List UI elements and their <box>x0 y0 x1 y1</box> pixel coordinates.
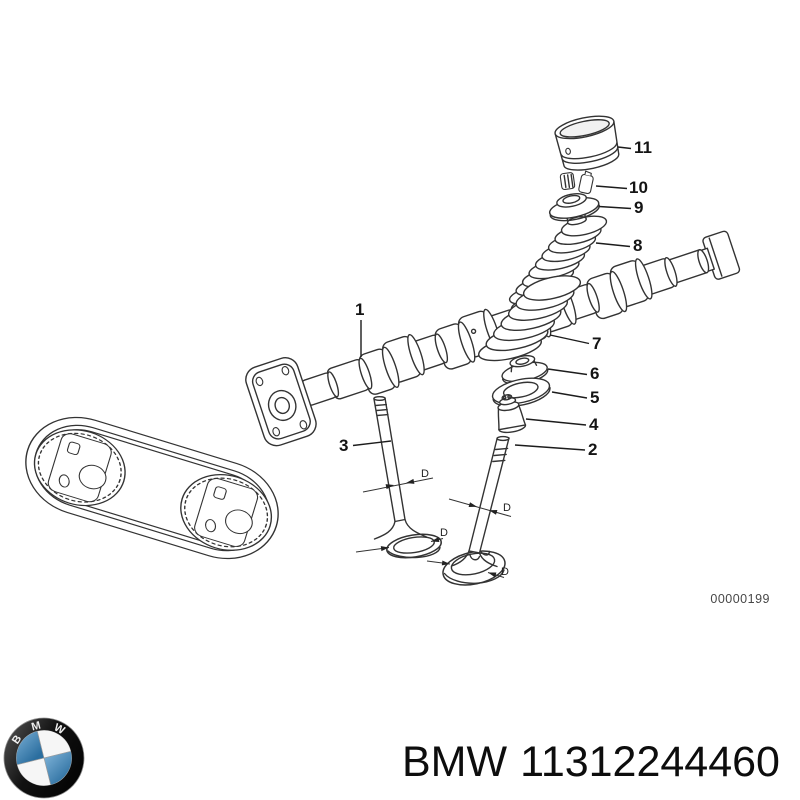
valve-left <box>373 396 442 559</box>
callout-label-8: 8 <box>633 236 642 255</box>
belt-sprocket-right <box>180 474 273 551</box>
part-number-text: 11312244460 <box>520 738 780 786</box>
callout-leader-10 <box>595 185 628 190</box>
callout-label-4: 4 <box>589 415 599 434</box>
callout-leader-6 <box>547 368 588 376</box>
belt-sprocket-left <box>33 429 126 507</box>
callout-label-3: 3 <box>339 436 348 455</box>
callout-label-1: 1 <box>355 300 364 319</box>
callout-leader-5 <box>551 391 588 399</box>
callout-leader-8 <box>595 242 631 248</box>
callout-label-6: 6 <box>590 364 599 383</box>
roundel-quadrant-blue-tl <box>16 731 44 765</box>
dimension-valve-right-stem: D <box>448 498 512 517</box>
valve-right <box>442 435 510 586</box>
callout-leader-11 <box>617 146 632 150</box>
bmw-roundel-group: B M W <box>3 717 85 799</box>
callout-label-5: 5 <box>590 388 599 407</box>
valve-stem-seal <box>497 394 527 434</box>
dimension-label: D <box>440 527 448 539</box>
dimension-label: D <box>421 468 429 480</box>
callout-leader-7 <box>549 334 590 345</box>
roundel-quadrant-white-bl <box>17 758 51 786</box>
roundel-quadrant-white-tr <box>37 730 71 758</box>
callout-label-9: 9 <box>634 198 643 217</box>
brand-text: BMW <box>402 738 508 786</box>
callout-label-7: 7 <box>592 334 601 353</box>
valve-collets <box>559 170 594 195</box>
dimension-label: D <box>501 566 509 578</box>
drawing-number: 00000199 <box>710 592 770 606</box>
callout-label-11: 11 <box>634 138 652 157</box>
camshaft-flange <box>245 356 317 447</box>
dimension-valve-left-stem: D <box>362 468 434 493</box>
callout-leader-2 <box>514 444 586 451</box>
spring-retainer <box>548 193 600 226</box>
bmw-logo: B M W <box>3 717 85 799</box>
callout-leader-4 <box>525 418 587 426</box>
callout-leader-3 <box>352 440 392 447</box>
callout-leader-9 <box>598 205 632 210</box>
bucket-tappet <box>554 115 620 171</box>
callout-label-2: 2 <box>588 440 597 459</box>
valve-spring-lower <box>478 275 582 362</box>
dimension-valve-right-head: D <box>426 560 509 578</box>
dimension-label: D <box>503 502 511 514</box>
dimension-valve-left-head: D <box>355 527 448 553</box>
callout-label-10: 10 <box>629 178 648 197</box>
timing-belt-drawing <box>25 416 279 560</box>
roundel-quadrant-blue-br <box>44 751 72 785</box>
bmw-logo-letter-m: M <box>30 720 42 734</box>
